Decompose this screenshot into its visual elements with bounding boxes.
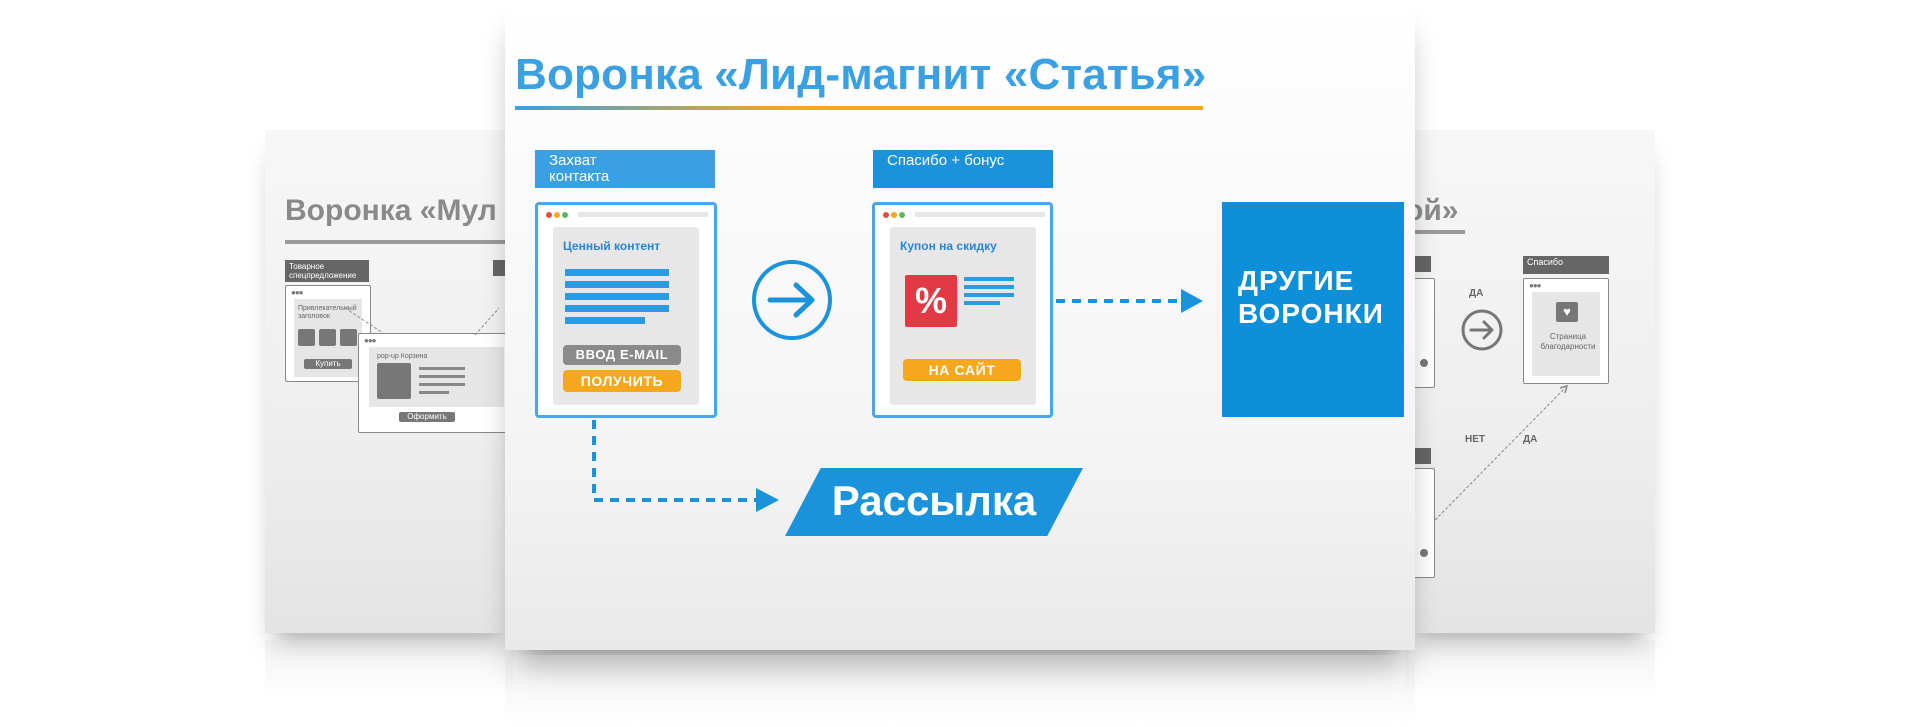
mailing-label: Рассылка	[831, 477, 1037, 524]
card-dot	[1420, 359, 1428, 367]
step2-tag: Спасибо + бонус	[873, 150, 1053, 188]
buy-button: Купить	[304, 359, 352, 369]
address-bar	[578, 212, 708, 217]
other-funnels-label: ДРУГИЕ ВОРОНКИ	[1238, 265, 1384, 329]
label-no: НЕТ	[1465, 434, 1485, 445]
window-dots-icon: ●●●	[364, 336, 376, 345]
popup-text-line	[419, 375, 465, 378]
right-slide: ой» ДА Спасибо ●●● ♥ Страница благодарно…	[1405, 130, 1655, 633]
product-thumb-3	[340, 329, 357, 346]
popup-text-line	[419, 367, 465, 370]
content-line	[565, 317, 645, 324]
step1-window: Ценный контент ВВОД E-MAIL ПОЛУЧИТЬ	[535, 202, 717, 418]
popup-image	[377, 363, 411, 399]
coupon-line	[964, 293, 1014, 297]
right-connector-line	[1434, 384, 1569, 521]
content-line	[565, 305, 669, 312]
arrow-circle-icon	[1460, 308, 1504, 352]
coupon-line	[964, 285, 1014, 289]
window-dots-icon: ●●●	[291, 288, 303, 297]
product-thumb-1	[298, 329, 315, 346]
left-slide-reflection	[265, 640, 513, 700]
mailing-banner: Рассылка	[785, 468, 1083, 536]
content-line	[565, 281, 669, 288]
email-input: ВВОД E-MAIL	[563, 345, 681, 365]
step2-caption: Купон на скидку	[900, 239, 997, 253]
right-slide-reflection	[1405, 640, 1655, 700]
thanks-caption: Страница благодарности	[1540, 332, 1596, 351]
step2-content: Купон на скидку % НА САЙТ	[890, 227, 1036, 405]
content-line	[565, 269, 669, 276]
left-offer-card: ●●● Привлекательный заголовок Купить	[285, 285, 371, 382]
left-offer-caption: Привлекательный заголовок	[298, 305, 357, 320]
left-offer-card-body: Привлекательный заголовок Купить	[294, 299, 362, 377]
left-popup-card: ●●● pop-up Корзина Оформить	[358, 333, 513, 433]
popup-caption: pop-up Корзина	[377, 353, 428, 360]
label-yes-1: ДА	[1469, 288, 1484, 299]
percent-coupon-icon: %	[905, 275, 957, 327]
card-dot	[1420, 549, 1428, 557]
main-title-underline	[515, 106, 1203, 110]
left-popup-card-body: pop-up Корзина	[369, 347, 504, 407]
label-yes-2: ДА	[1523, 434, 1538, 445]
coupon-line	[964, 301, 1000, 305]
thanks-card-body: ♥ Страница благодарности	[1532, 292, 1600, 376]
step1-tag-bar	[645, 150, 715, 188]
flow-arrows	[592, 289, 1203, 512]
main-slide-reflection	[505, 655, 1415, 725]
step1-content: Ценный контент ВВОД E-MAIL ПОЛУЧИТЬ	[553, 227, 699, 405]
window-dots-icon: ●●●	[1529, 281, 1541, 290]
popup-text-line	[419, 383, 465, 386]
get-button: ПОЛУЧИТЬ	[563, 370, 681, 392]
coupon-line	[964, 277, 1014, 281]
step1-tag: Захват контакта	[535, 150, 645, 188]
step2-window: Купон на скидку % НА САЙТ	[872, 202, 1053, 418]
other-funnels-box: ДРУГИЕ ВОРОНКИ	[1222, 202, 1404, 417]
main-slide-title: Воронка «Лид-магнит «Статья»	[515, 50, 1207, 99]
left-slide: Воронка «Мул Товарное спецпредложение ●●…	[265, 130, 513, 633]
left-slide-title: Воронка «Мул	[285, 194, 497, 227]
right-slide-title-underline	[1405, 230, 1465, 234]
heart-icon: ♥	[1556, 302, 1578, 322]
content-line	[565, 293, 669, 300]
left-slide-title-underline	[285, 240, 513, 244]
to-site-button: НА САЙТ	[903, 359, 1021, 381]
left-offer-tag: Товарное спецпредложение	[285, 260, 369, 282]
left-connector-lines	[344, 307, 500, 336]
product-thumb-2	[319, 329, 336, 346]
main-slide: Воронка «Лид-магнит «Статья» Захват конт…	[505, 0, 1415, 650]
checkout-button: Оформить	[399, 412, 455, 422]
window-dots-icon	[546, 211, 570, 218]
arrow-circle-icon	[750, 258, 834, 342]
address-bar	[915, 212, 1045, 217]
right-thanks-tag: Спасибо	[1523, 256, 1609, 274]
step1-caption: Ценный контент	[563, 239, 661, 253]
thanks-card: ●●● ♥ Страница благодарности	[1523, 278, 1609, 384]
popup-text-line	[419, 391, 449, 394]
window-dots-icon	[883, 211, 907, 218]
